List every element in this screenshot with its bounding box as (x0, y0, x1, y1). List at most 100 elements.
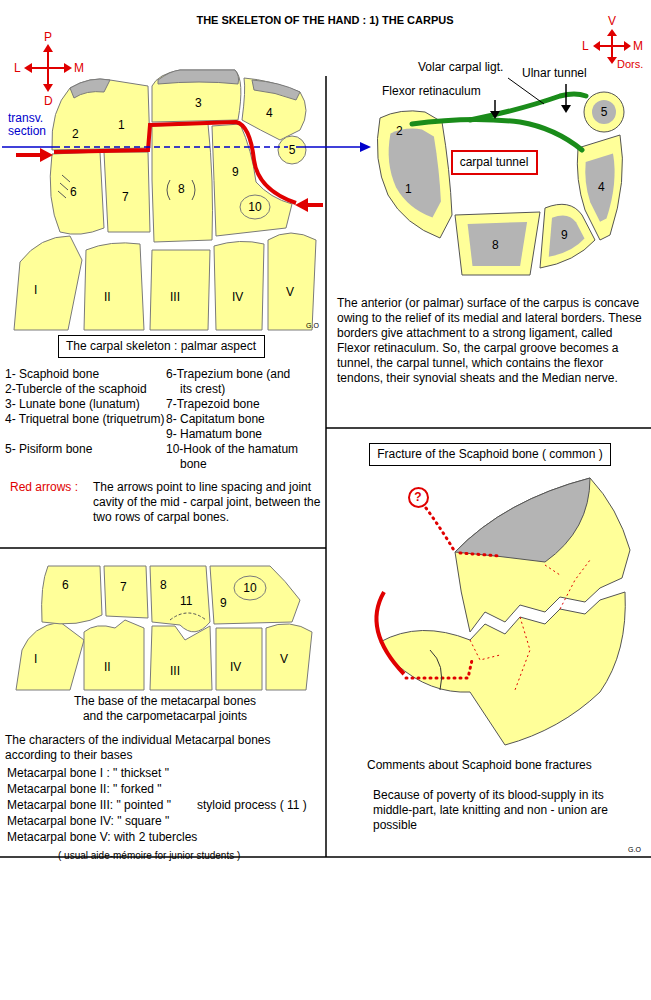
panel-rule (0, 547, 326, 549)
node-text: ? (407, 490, 430, 505)
red-arrow (16, 148, 323, 212)
section-line (2, 146, 54, 148)
compass-letter: M (74, 61, 84, 76)
callout-number: 9 (232, 165, 239, 180)
callout-number: I (34, 652, 37, 667)
panel-rule (0, 76, 651, 857)
carpal-bone (104, 566, 148, 618)
note-text: Because of poverty of its blood-supply i… (373, 788, 625, 833)
carpal-bone (210, 566, 300, 624)
carpal-bone (42, 566, 102, 624)
orientation-cross (43, 84, 53, 92)
callout-number: III (170, 664, 180, 679)
cancellous-core (389, 129, 441, 218)
articular-surface (252, 80, 300, 100)
bone-detail (430, 650, 442, 690)
carpal-bone (84, 243, 144, 330)
pointer-arrow (490, 78, 571, 119)
pointer-arrow (490, 111, 500, 119)
cancellous-core (389, 100, 616, 266)
node-text: carpal tunnel (460, 155, 529, 170)
caption-box: Fracture of the Scaphoid bone ( common ) (369, 443, 611, 466)
key-item: 4- Triquetral bone (triquetrum) (5, 412, 165, 427)
articular-surface (455, 478, 590, 562)
bone-detail (192, 180, 195, 200)
section-bone (377, 111, 452, 238)
articular-surface (158, 70, 239, 84)
callout-number: 8 (492, 238, 499, 253)
compass-letter: L (14, 61, 21, 76)
cancellous-core (549, 215, 585, 256)
callout-number: 3 (195, 96, 202, 111)
bone-detail (58, 175, 70, 198)
caption-text: The base of the metacarpal bones and the… (65, 694, 265, 724)
callout-number: 7 (122, 190, 129, 205)
note-text: The arrows point to line spacing and joi… (93, 480, 323, 525)
fracture-fragment (380, 592, 625, 745)
note-text: ( usual aide-mémoire for junior students… (58, 848, 240, 863)
callout-number: 8 (160, 578, 167, 593)
note-text: styloid process ( 11 ) (197, 798, 307, 813)
key-item: 5- Pisiform bone (5, 442, 92, 457)
key-item: 2-Tubercle of the scaphoid (5, 382, 147, 397)
compass-letter: M (633, 39, 643, 54)
section-label: transv. section (8, 112, 56, 138)
carpal-bone (216, 628, 262, 690)
page-title: THE SKELETON OF THE HAND : 1) THE CARPUS (196, 14, 453, 26)
carpal-bone (84, 620, 144, 690)
orientation-cross (624, 41, 631, 51)
key-item: 7-Trapezoid bone (166, 397, 260, 412)
orientation-cross (30, 67, 66, 69)
articular-surface (455, 478, 590, 562)
key-item: Metacarpal bone I : " thickset " (7, 766, 169, 781)
midcarpal-joint-line (54, 122, 296, 203)
pointer-arrow (508, 78, 544, 104)
articular-surface (70, 70, 300, 100)
caption-box: The carpal skeleton : palmar aspect (58, 335, 265, 358)
signature: G.O (306, 318, 319, 333)
orientation-cross (598, 45, 626, 47)
note-text: The anterior (or palmar) surface of the … (337, 296, 647, 386)
pointer-arrow (565, 84, 567, 106)
red-arrow (295, 198, 308, 212)
key-item: 6-Trapezium bone (and its crest) (166, 367, 294, 397)
section-bone (584, 92, 624, 132)
callout-number: 9 (220, 596, 227, 611)
part-name: Ulnar tunnel (522, 66, 587, 81)
red-arrow (16, 153, 42, 157)
orientation-cross (64, 63, 72, 73)
part-name: Volar carpal ligt. (418, 60, 503, 75)
bone-detail (170, 613, 206, 620)
callout-number: V (286, 285, 294, 300)
ligament (412, 119, 582, 150)
carpal-bone (242, 78, 306, 140)
region-box: carpal tunnel (451, 150, 538, 175)
key-item: 8- Capitatum bone (166, 412, 265, 427)
section-line (360, 142, 371, 152)
key-item: Metacarpal bone V: with 2 tubercles (7, 830, 197, 845)
carpal-bone (214, 241, 264, 330)
compass-letter: P (44, 30, 52, 45)
carpal-bone (268, 233, 316, 330)
cancellous-core (585, 154, 614, 222)
carpal-bone (14, 236, 82, 330)
carpal-bone (152, 124, 213, 242)
section-line (54, 146, 300, 148)
bone-detail (170, 613, 206, 620)
carpal-bone (150, 250, 210, 330)
orientation-cross (24, 44, 72, 92)
callout-number: 11 (180, 594, 192, 609)
panel-rule (326, 427, 651, 429)
callout-number: IV (230, 660, 241, 675)
orientation-cross (43, 44, 53, 52)
callout-number: 2 (396, 124, 403, 139)
key-item: 3- Lunate bone (lunatum) (5, 397, 140, 412)
callout-number: 8 (178, 182, 185, 197)
signature: G.O (628, 842, 641, 857)
red-arrow (306, 203, 323, 207)
section-bone (455, 212, 540, 275)
key-item: Metacarpal bone IV: " square " (7, 814, 169, 829)
callout-number: 7 (120, 580, 127, 595)
callout-number: IV (232, 290, 243, 305)
callout-number: 1 (118, 118, 125, 133)
